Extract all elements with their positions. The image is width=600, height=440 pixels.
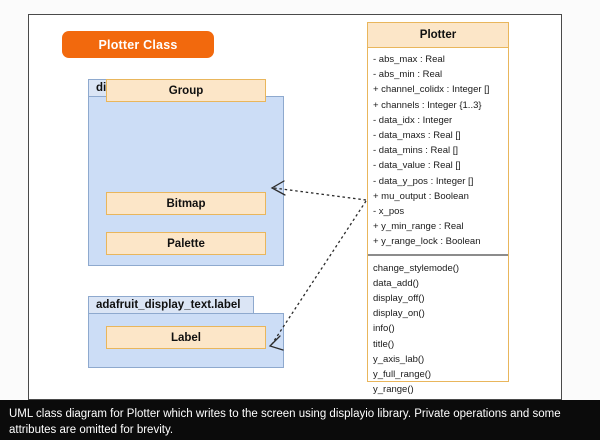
class-plotter-attribute-12: + y_range_lock : Boolean	[373, 236, 481, 248]
class-plotter-attribute-8: - data_y_pos : Integer []	[373, 175, 474, 187]
class-plotter-operation-3: display_on()	[373, 308, 425, 320]
caption-band: UML class diagram for Plotter which writ…	[0, 400, 600, 440]
class-plotter-attribute-6: - data_mins : Real []	[373, 145, 459, 157]
class-plotter: Plotter - abs_max : Real - abs_min : Real…	[367, 22, 509, 395]
class-plotter-attribute-3: + channels : Integer {1..3}	[373, 99, 482, 111]
class-plotter-attribute-2: + channel_colidx : Integer []	[373, 84, 490, 96]
class-plotter-operation-0: change_stylemode()	[373, 262, 460, 274]
class-plotter-operation-1: data_add()	[373, 277, 419, 289]
class-plotter-operation-2: display_off()	[373, 293, 425, 305]
class-plotter-attribute-5: - data_maxs : Real []	[373, 130, 461, 142]
package-displayio: displayio Bitmap Palette TileGrid Group	[88, 79, 284, 266]
class-bitmap: Bitmap	[106, 192, 266, 215]
class-plotter-attribute-0: - abs_max : Real	[373, 54, 445, 65]
package-adafruit-display-text-label: adafruit_display_text.label Label	[88, 296, 284, 368]
class-plotter-operation-7: y_full_range()	[373, 369, 432, 381]
class-plotter-operations: change_stylemode() data_add() display_off(…	[368, 253, 508, 402]
class-plotter-name: Plotter	[368, 23, 508, 48]
package-label-tab: adafruit_display_text.label	[88, 296, 254, 314]
class-plotter-attribute-11: + y_min_range : Real	[373, 221, 464, 233]
class-label: Label	[106, 326, 266, 349]
class-plotter-attribute-7: - data_value : Real []	[373, 160, 461, 172]
plotter-class-badge: Plotter Class	[62, 31, 214, 58]
class-plotter-attribute-4: - data_idx : Integer	[373, 114, 453, 126]
class-plotter-attribute-10: - x_pos	[373, 206, 405, 218]
class-group: Group	[106, 79, 266, 102]
class-plotter-operation-4: info()	[373, 323, 395, 335]
class-plotter-attribute-1: - abs_min : Real	[373, 69, 443, 81]
class-palette: Palette	[106, 232, 266, 255]
class-plotter-attributes: - abs_max : Real - abs_min : Real + channe…	[368, 48, 508, 254]
class-plotter-operation-5: title()	[373, 338, 395, 350]
class-plotter-operation-6: y_axis_lab()	[373, 353, 425, 365]
class-plotter-attribute-9: + mu_output : Boolean	[373, 190, 469, 202]
class-plotter-operation-8: y_range()	[373, 384, 414, 396]
